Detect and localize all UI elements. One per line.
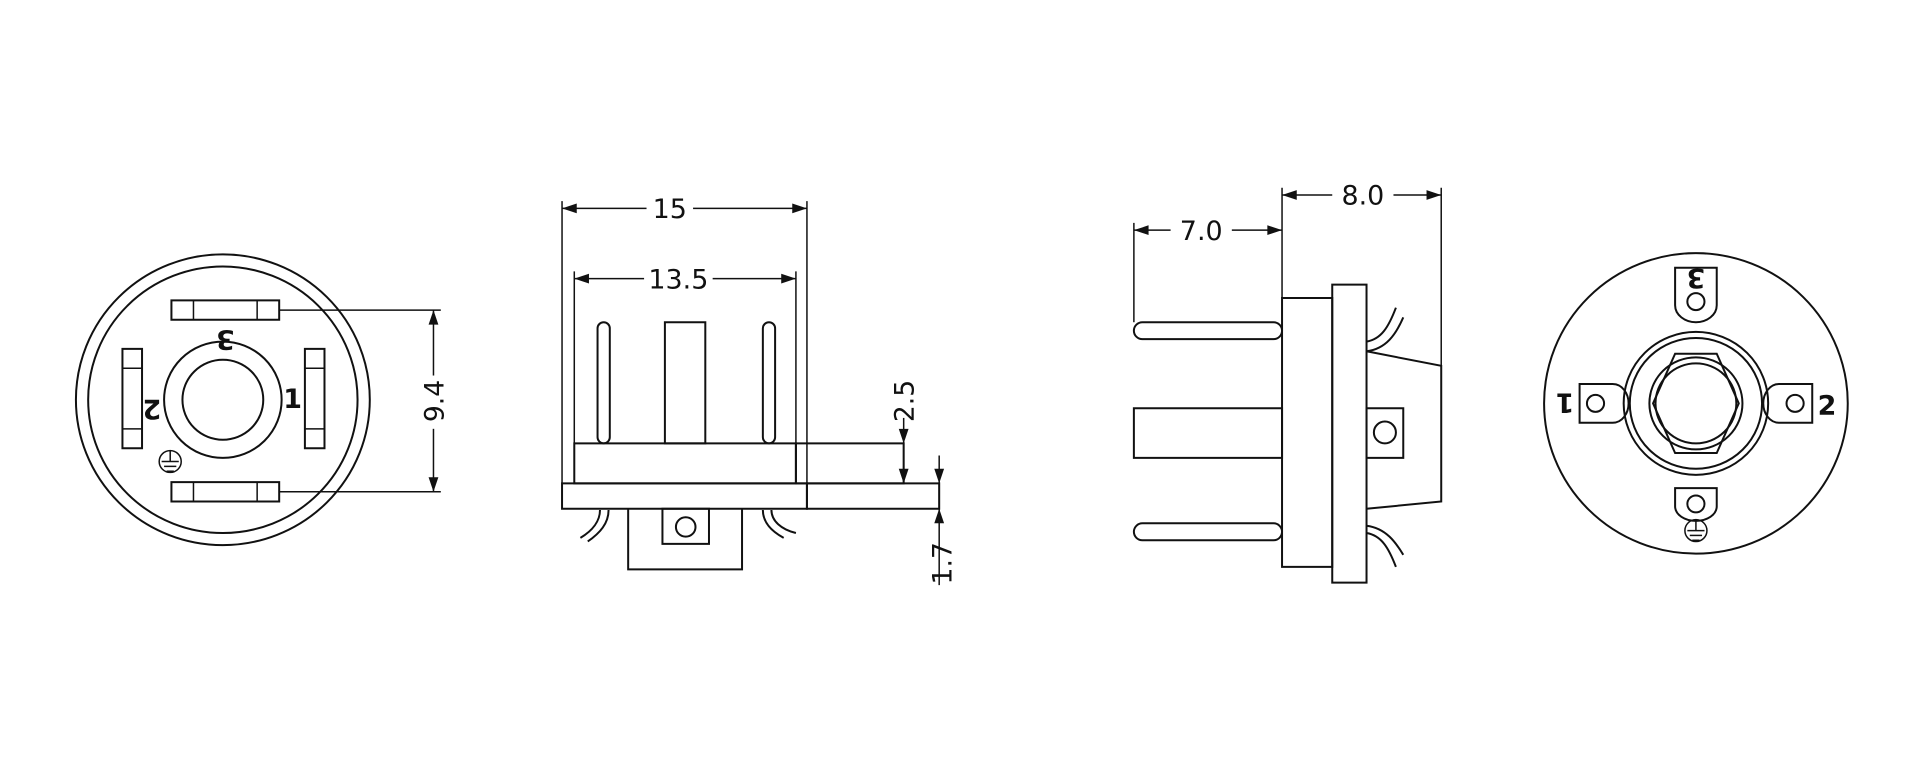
rear-face-view: 3 1 2 xyxy=(1544,253,1848,553)
dimension-inner-width: 13.5 xyxy=(574,261,796,444)
side-extension-plate xyxy=(807,483,939,508)
front-pin-label-1: 1 xyxy=(283,384,302,415)
rear-pin-label-3: 3 xyxy=(1687,262,1706,293)
dimension-overall-width: 15 xyxy=(562,191,807,483)
ground-symbol-icon xyxy=(1685,520,1707,542)
side-pin-center xyxy=(665,322,705,443)
side-pin-left xyxy=(598,322,610,443)
front-pin-label-3: 3 xyxy=(216,324,235,355)
ground-contact-bar xyxy=(171,482,279,501)
dimension-label-inner-width: 13.5 xyxy=(648,264,708,295)
dimension-pin-length: 7.0 xyxy=(1134,213,1282,322)
dimension-label-overall-width: 15 xyxy=(653,194,687,225)
side-lower-housing xyxy=(628,509,742,570)
profile-flange xyxy=(1332,285,1366,583)
rear-terminal-1: 1 xyxy=(1556,384,1629,423)
profile-rear-housing xyxy=(1367,351,1442,508)
profile-wire-top xyxy=(1367,308,1396,342)
profile-screw-hole xyxy=(1374,422,1396,444)
rear-terminal-ground xyxy=(1675,488,1717,521)
ground-symbol-icon xyxy=(159,451,181,473)
profile-wire-bottom-inner xyxy=(1367,526,1404,555)
rear-pin-label-2: 2 xyxy=(1818,390,1837,421)
side-wire-left xyxy=(580,510,600,538)
rear-pin-label-1: 1 xyxy=(1556,387,1575,418)
contact-1-bar xyxy=(305,349,325,448)
side-flange xyxy=(574,443,796,483)
dimension-label-base-thickness: 1.7 xyxy=(927,542,958,584)
dimension-label-pin-length: 7.0 xyxy=(1180,216,1223,247)
front-pin-label-2: 2 xyxy=(142,393,161,424)
dimension-label-body-depth: 8.0 xyxy=(1341,181,1384,212)
dimension-body-depth: 8.0 xyxy=(1282,178,1441,366)
rear-terminal-3: 3 xyxy=(1675,262,1717,322)
contact-3-bar xyxy=(171,300,279,319)
hex-nut xyxy=(1653,354,1739,453)
profile-pin-top xyxy=(1134,322,1282,339)
side-view: 15 13.5 2.5 1.7 xyxy=(562,191,958,585)
profile-pin-bottom xyxy=(1134,523,1282,540)
dimension-flange-thickness: 2.5 xyxy=(889,380,921,484)
dimension-base-thickness: 1.7 xyxy=(927,455,958,585)
side-pin-right xyxy=(763,322,775,443)
profile-view: 7.0 8.0 xyxy=(1134,178,1441,583)
rear-terminal-2: 2 xyxy=(1763,384,1836,423)
side-base-plate xyxy=(562,483,807,508)
profile-pin-center xyxy=(1134,408,1282,458)
profile-screw-tab xyxy=(1367,408,1404,458)
profile-body xyxy=(1282,298,1332,567)
dimension-label-pin-spacing: 9.4 xyxy=(419,380,450,422)
dimension-label-flange-thickness: 2.5 xyxy=(889,380,920,422)
side-wire-right xyxy=(763,510,784,538)
side-extension-step xyxy=(796,443,904,483)
side-wire-left-inner xyxy=(588,510,609,541)
profile-wire-top-inner xyxy=(1367,317,1404,351)
side-wire-right-inner xyxy=(771,510,795,533)
dimension-pin-spacing: 9.4 xyxy=(279,310,450,492)
profile-wire-bottom xyxy=(1367,533,1396,567)
contact-2-bar xyxy=(122,349,142,448)
front-face-view: 3 2 1 9.4 xyxy=(76,254,450,545)
